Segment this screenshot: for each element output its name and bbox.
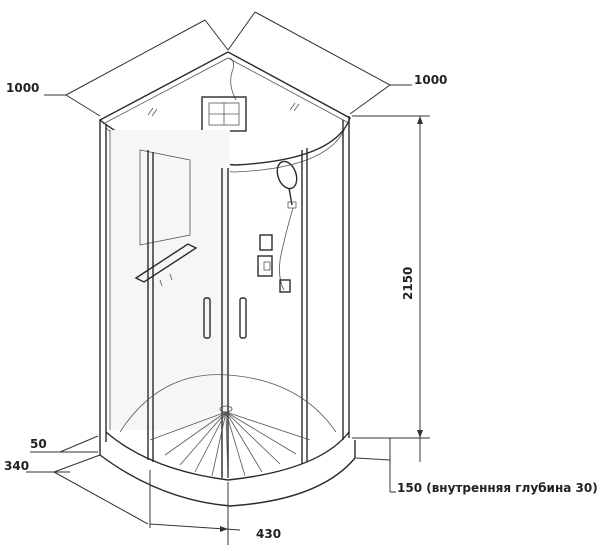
dim-width-left-label: 1000	[6, 81, 39, 95]
hand-shower	[276, 160, 298, 291]
mixer-controls	[257, 234, 291, 293]
dim-width-right-label: 1000	[414, 73, 447, 87]
dim-tray-height: 50	[30, 435, 99, 453]
roof-vent-marks	[147, 102, 300, 117]
dim-tray-offset-label: 340	[4, 459, 29, 473]
overhead-shower-icon	[201, 96, 247, 132]
roof-hose	[229, 57, 237, 101]
dim-door-width: 430	[149, 470, 281, 545]
dim-tray-height-label: 50	[30, 437, 47, 451]
dim-width-left: 1000	[6, 19, 229, 117]
shower-tray	[99, 374, 356, 507]
back-wall-left	[109, 130, 230, 430]
dim-depth-label: 150 (внутренняя глубина 30)	[397, 481, 598, 495]
dim-tray-offset: 340	[4, 454, 149, 525]
dim-height: 2150	[352, 115, 430, 462]
dim-width-right: 1000	[227, 11, 447, 115]
cabin-frame	[99, 116, 350, 481]
dim-depth: 150 (внутренняя глубина 30)	[355, 438, 598, 495]
corner-shelf	[134, 243, 198, 287]
door-handles	[203, 297, 247, 339]
dim-height-label: 2150	[401, 267, 415, 300]
dim-door-width-label: 430	[256, 527, 281, 541]
mirror	[139, 149, 191, 246]
